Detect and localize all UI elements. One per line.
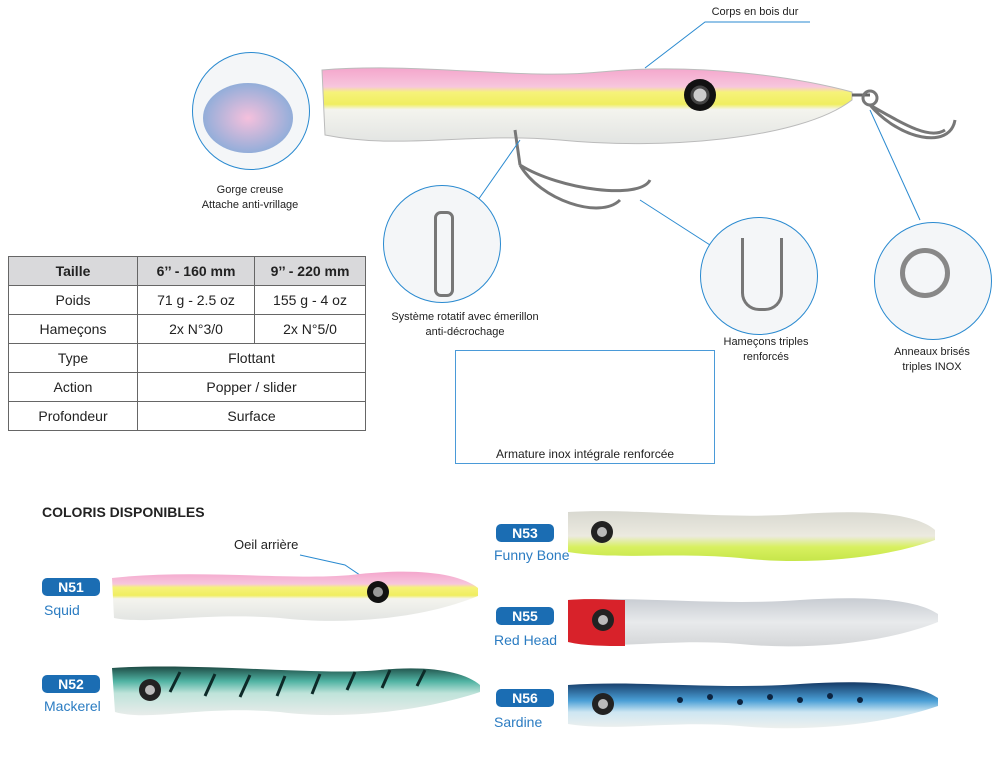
callout-swivel-line2: anti-décrochage <box>425 326 505 338</box>
colors-title: COLORIS DISPONIBLES <box>42 504 205 520</box>
table-header-row: Taille 6’’ - 160 mm 9’’ - 220 mm <box>8 256 366 286</box>
lure-n55 <box>568 598 938 647</box>
detail-split-rings <box>874 222 992 340</box>
row-label: Profondeur <box>8 401 138 431</box>
color-name: Mackerel <box>44 698 101 714</box>
color-name: Funny Bone <box>494 547 570 563</box>
cell: 2x N°5/0 <box>254 314 366 344</box>
cell: Popper / slider <box>137 372 366 402</box>
callout-hooks: Hameçons triples renforcés <box>696 335 836 365</box>
header-cell: Taille <box>8 256 138 286</box>
row-label: Hameçons <box>8 314 138 344</box>
color-code-badge: N56 <box>496 689 554 707</box>
detail-gorge <box>192 52 310 170</box>
row-label: Type <box>8 343 138 373</box>
table-row: Profondeur Surface <box>8 401 366 431</box>
lure-n56 <box>568 682 938 729</box>
detail-hooks <box>700 217 818 335</box>
callout-hooks-line2: renforcés <box>743 351 789 363</box>
color-name: Squid <box>44 602 80 618</box>
callout-rings: Anneaux brisés triples INOX <box>862 345 1000 375</box>
callout-gorge-line1: Gorge creuse <box>216 184 284 196</box>
callout-eye: Oeil arrière <box>234 537 299 552</box>
callout-hooks-line1: Hameçons triples <box>723 336 809 348</box>
cell: Flottant <box>137 343 366 373</box>
spec-table: Taille 6’’ - 160 mm 9’’ - 220 mm Poids 7… <box>8 256 366 431</box>
color-code-badge: N53 <box>496 524 554 542</box>
armature-caption: Armature inox intégrale renforcée <box>495 447 675 461</box>
callout-body: Corps en bois dur <box>711 6 799 18</box>
lure-n51 <box>112 571 478 621</box>
armature-box: Armature inox intégrale renforcée <box>455 350 715 464</box>
callout-rings-line2: triples INOX <box>902 361 962 373</box>
callout-gorge-line2: Attache anti-vrillage <box>201 199 299 211</box>
callout-swivel: Système rotatif avec émerillon anti-décr… <box>370 310 560 340</box>
table-row: Hameçons 2x N°3/0 2x N°5/0 <box>8 314 366 344</box>
header-cell: 6’’ - 160 mm <box>137 256 255 286</box>
callout-gorge: Gorge creuse Attache anti-vrillage <box>170 183 330 213</box>
main-lure <box>321 67 957 210</box>
color-name: Sardine <box>494 714 543 730</box>
color-code-badge: N52 <box>42 675 100 693</box>
header-cell: 9’’ - 220 mm <box>254 256 366 286</box>
callout-rings-line1: Anneaux brisés <box>894 346 970 358</box>
cell: Surface <box>137 401 366 431</box>
color-code-badge: N51 <box>42 578 100 596</box>
cell: 2x N°3/0 <box>137 314 255 344</box>
detail-swivel <box>383 185 501 303</box>
row-label: Poids <box>8 285 138 315</box>
cell: 155 g - 4 oz <box>254 285 366 315</box>
lure-n53 <box>568 511 935 561</box>
table-row: Action Popper / slider <box>8 372 366 402</box>
table-row: Poids 71 g - 2.5 oz 155 g - 4 oz <box>8 285 366 315</box>
cell: 71 g - 2.5 oz <box>137 285 255 315</box>
table-row: Type Flottant <box>8 343 366 373</box>
lure-n52 <box>112 666 480 716</box>
row-label: Action <box>8 372 138 402</box>
callout-swivel-line1: Système rotatif avec émerillon <box>391 311 539 323</box>
color-code-badge: N55 <box>496 607 554 625</box>
color-name: Red Head <box>494 632 558 648</box>
